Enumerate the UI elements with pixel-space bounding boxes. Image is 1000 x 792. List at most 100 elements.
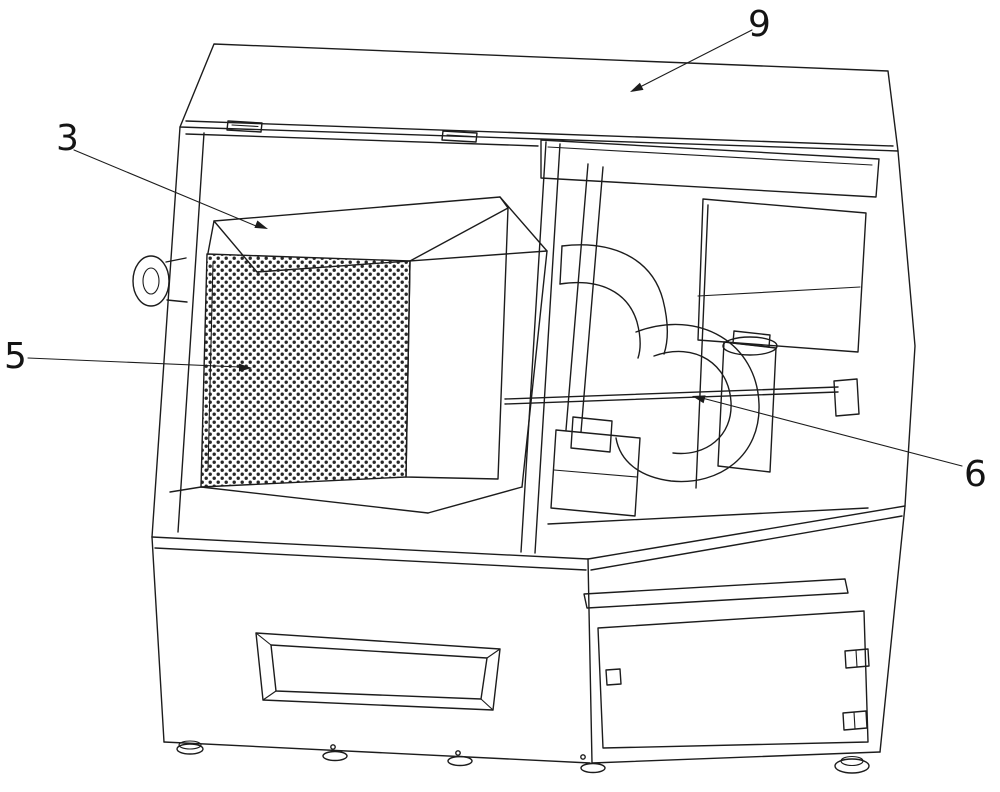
drawing-segment	[154, 547, 587, 571]
drive-shaft	[504, 386, 839, 400]
volute-inner	[653, 350, 732, 455]
arrowhead-3	[254, 220, 268, 229]
drawing-segment	[580, 754, 586, 760]
door-hinge-top	[844, 648, 870, 669]
reference-labels: 9 3 5 6	[4, 4, 987, 495]
drawing-segment	[559, 245, 563, 285]
rear-top-rail	[540, 139, 880, 198]
foot-mid-right	[580, 762, 606, 774]
drawing-segment	[179, 43, 899, 152]
top-cover	[179, 43, 899, 152]
drawing-segment	[853, 711, 856, 730]
duct-outer	[561, 244, 668, 355]
ref-label-3: 3	[56, 118, 79, 159]
foot-front-right	[834, 758, 870, 774]
arrowhead-6	[692, 395, 706, 404]
mesh-screen	[200, 253, 411, 488]
drawing-segment	[570, 416, 613, 453]
drawing-segment	[521, 250, 548, 488]
ref-label-6: 6	[964, 454, 987, 495]
foot-front-left	[176, 743, 204, 755]
leader-line-9	[639, 29, 753, 88]
drawing-segment	[177, 132, 205, 533]
vent-slot	[583, 578, 849, 609]
drawing-segment	[480, 698, 494, 711]
drawing-segment	[565, 163, 589, 431]
drawing-segment	[879, 150, 916, 753]
leader-line-5	[27, 357, 241, 368]
drawing-segment	[697, 286, 861, 297]
drawing-segment	[590, 515, 903, 571]
drawing-segment	[231, 124, 259, 128]
blower-assembly	[504, 163, 869, 525]
drawing-segment	[520, 141, 547, 553]
drawing-segment	[163, 741, 591, 764]
access-door	[597, 610, 869, 749]
drawing-segment	[142, 267, 160, 295]
drawing-segment	[151, 126, 181, 538]
drawing-segment	[534, 143, 561, 554]
drawing-segment	[504, 391, 839, 405]
inner-panel	[697, 198, 867, 353]
drawing-segment	[455, 750, 461, 756]
duct-inner	[559, 281, 641, 359]
drawing-segment	[207, 220, 215, 254]
drawing-segment	[695, 204, 709, 489]
leader-line-6	[701, 397, 963, 467]
drawing-segment	[262, 690, 277, 701]
leader-9: 9	[630, 4, 771, 92]
base-block	[550, 429, 641, 517]
drawing-segment	[553, 469, 638, 478]
leader-3: 3	[56, 118, 268, 229]
drawing-segment	[255, 632, 272, 646]
drawing-segment	[722, 336, 778, 356]
drawing-segment	[151, 536, 165, 743]
drawing-segment	[732, 330, 771, 348]
drawing-segment	[587, 505, 906, 560]
drawing-segment	[855, 649, 858, 668]
drawing-segment	[580, 166, 604, 433]
door-latch	[605, 668, 622, 686]
drawing-segment	[547, 146, 873, 166]
volute-outer	[615, 323, 760, 483]
feet	[176, 740, 870, 774]
drawing-segment	[591, 751, 881, 764]
drawing-segment	[169, 486, 202, 493]
drawing-segment	[587, 558, 593, 764]
drawing-segment	[185, 133, 539, 147]
door-hinge-bottom	[842, 710, 868, 731]
drawing-segment	[547, 507, 869, 525]
foot-mid	[447, 755, 473, 767]
drawing-segment	[427, 486, 523, 514]
arrowhead-9	[630, 82, 644, 92]
foot-mid-left	[322, 750, 348, 762]
drawing-segment	[330, 744, 336, 750]
cover-clip-left	[226, 120, 263, 133]
drawing-segment	[165, 257, 187, 263]
drawing-segment	[200, 486, 429, 514]
machine-body	[151, 126, 916, 764]
leader-line-3	[73, 149, 257, 227]
hopper	[132, 196, 548, 514]
side-knob	[132, 255, 170, 307]
drawing-segment	[446, 134, 474, 138]
ref-label-5: 5	[4, 336, 27, 377]
drawing-segment	[840, 755, 864, 767]
drawing-segment	[151, 536, 589, 560]
cabinet-front	[255, 578, 870, 760]
drawing-segment	[178, 740, 202, 750]
drawing-segment	[499, 196, 509, 209]
cover-clip-right	[441, 130, 478, 143]
shaft-bracket	[833, 378, 860, 417]
ref-label-9: 9	[748, 4, 771, 45]
drawing-segment	[185, 120, 894, 147]
drawing-segment	[166, 299, 188, 303]
leader-6: 6	[692, 395, 987, 495]
drawing-segment	[486, 648, 501, 659]
leader-5: 5	[4, 336, 252, 377]
divider-panel	[520, 139, 880, 554]
hopper-side-wall	[405, 207, 509, 480]
